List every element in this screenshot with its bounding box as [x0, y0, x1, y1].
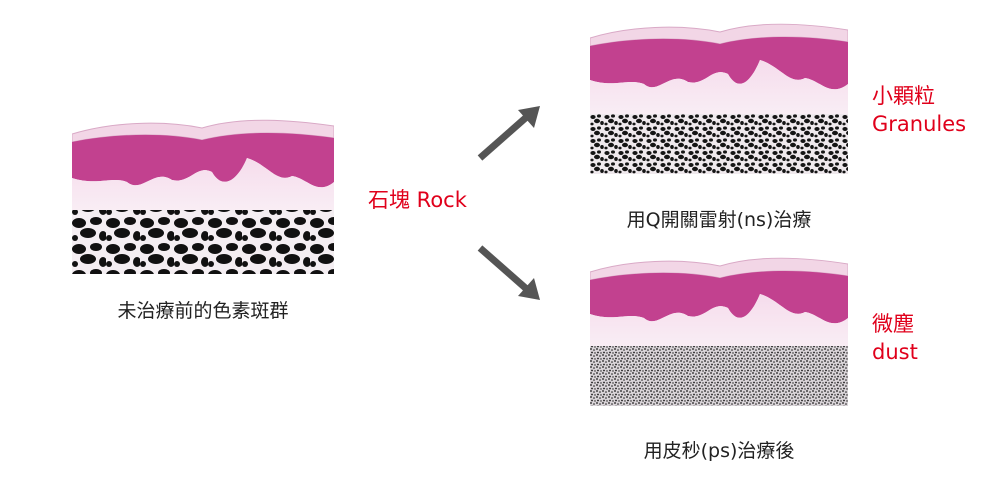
rock-label: 石塊 Rock	[368, 188, 467, 212]
ps-treatment-caption: 用皮秒(ps)治療後	[643, 440, 795, 462]
arrow-down-right-icon	[477, 245, 540, 300]
dust-label-zh: 微塵	[872, 312, 914, 336]
dust-label-en: dust	[872, 340, 918, 364]
granules-label-zh: 小顆粒	[872, 84, 935, 108]
before-treatment-caption: 未治療前的色素斑群	[117, 300, 289, 322]
granules-label: 小顆粒 Granules	[872, 82, 966, 138]
ps-treatment-illustration	[590, 252, 848, 406]
arrow-up-right-icon	[477, 106, 540, 161]
before-treatment-illustration	[72, 112, 334, 274]
ns-treatment-illustration	[590, 18, 848, 174]
ns-treatment-caption: 用Q開關雷射(ns)治療	[626, 209, 812, 231]
granules-label-en: Granules	[872, 112, 967, 136]
dust-label: 微塵 dust	[872, 310, 918, 366]
